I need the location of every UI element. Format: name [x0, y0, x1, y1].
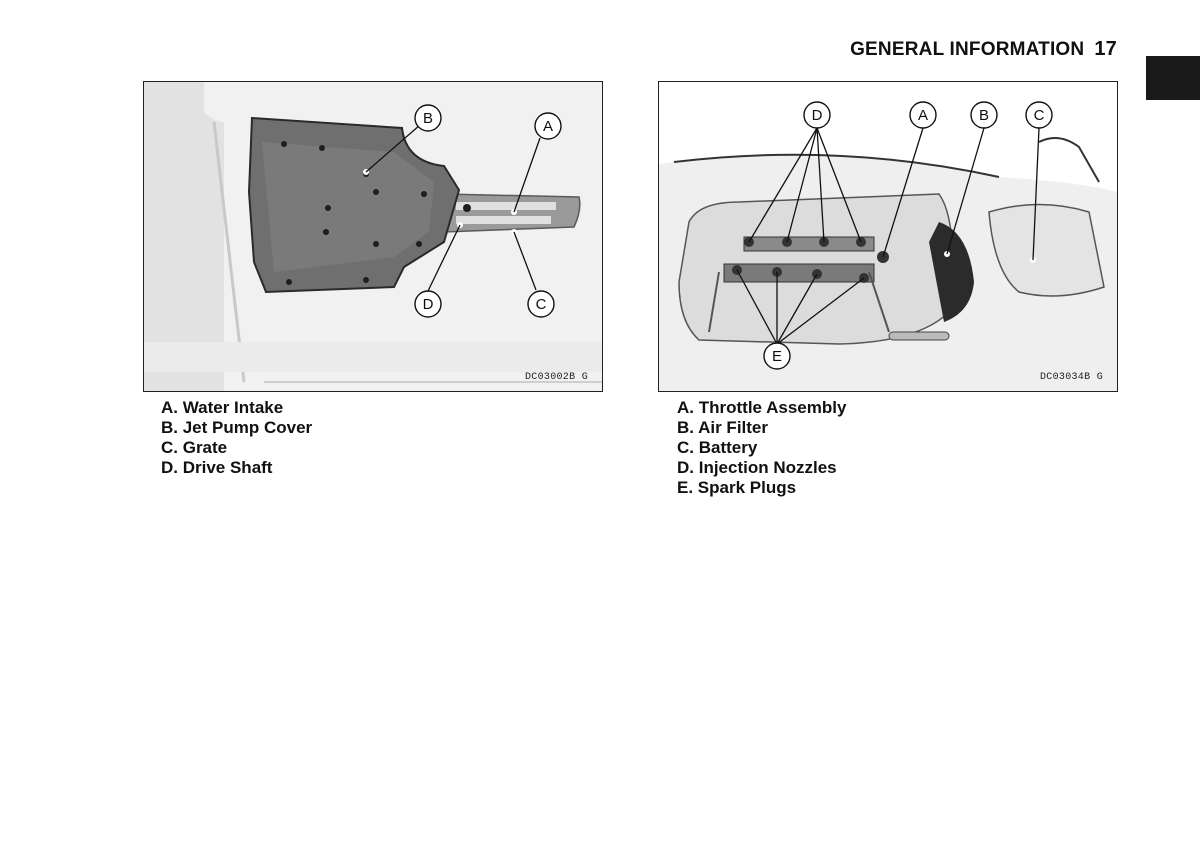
svg-text:A: A: [543, 118, 553, 135]
svg-text:D: D: [812, 107, 823, 124]
legend-item: C. Grate: [161, 438, 228, 457]
legend-item: A. Throttle Assembly: [677, 398, 847, 417]
figure-code: DC03034B G: [1039, 372, 1103, 383]
legend-item: E. Spark Plugs: [677, 478, 797, 497]
legend-item: D. Drive Shaft: [161, 458, 273, 477]
figure-jet-pump: B A D C DC03002B G: [143, 81, 603, 392]
figure-left-legend: A. Water Intake B. Jet Pump Cover C. Gra…: [161, 398, 312, 478]
jet-pump-illustration: B A D C: [144, 82, 602, 391]
svg-text:D: D: [423, 296, 434, 313]
section-title: GENERAL INFORMATION: [850, 39, 1085, 60]
svg-text:C: C: [1034, 107, 1045, 124]
callout-e: E: [763, 342, 791, 370]
section-tab-marker: [1146, 56, 1200, 100]
legend-item: D. Injection Nozzles: [677, 458, 837, 477]
engine-illustration: D A B C E: [659, 82, 1117, 391]
svg-text:B: B: [979, 107, 989, 124]
callout-c: C: [1025, 101, 1053, 129]
callout-a: A: [534, 112, 562, 140]
callout-c: C: [527, 290, 555, 318]
callout-b: B: [414, 104, 442, 132]
callout-d: D: [414, 290, 442, 318]
svg-text:A: A: [918, 107, 928, 124]
svg-text:C: C: [536, 296, 547, 313]
legend-item: B. Jet Pump Cover: [161, 418, 313, 437]
legend-item: A. Water Intake: [161, 398, 284, 417]
legend-item: C. Battery: [677, 438, 758, 457]
svg-text:B: B: [423, 110, 433, 127]
callout-a: A: [909, 101, 937, 129]
page-number: 17: [1094, 38, 1117, 60]
callout-b: B: [970, 101, 998, 129]
legend-item: B. Air Filter: [677, 418, 768, 437]
figure-engine-compartment: D A B C E DC03034B G: [658, 81, 1118, 392]
page-header: GENERAL INFORMATION 17: [850, 38, 1117, 61]
figure-right-legend: A. Throttle Assembly B. Air Filter C. Ba…: [677, 398, 846, 498]
svg-text:E: E: [772, 348, 782, 365]
figure-code: DC03002B G: [524, 372, 588, 383]
callout-d: D: [803, 101, 831, 129]
